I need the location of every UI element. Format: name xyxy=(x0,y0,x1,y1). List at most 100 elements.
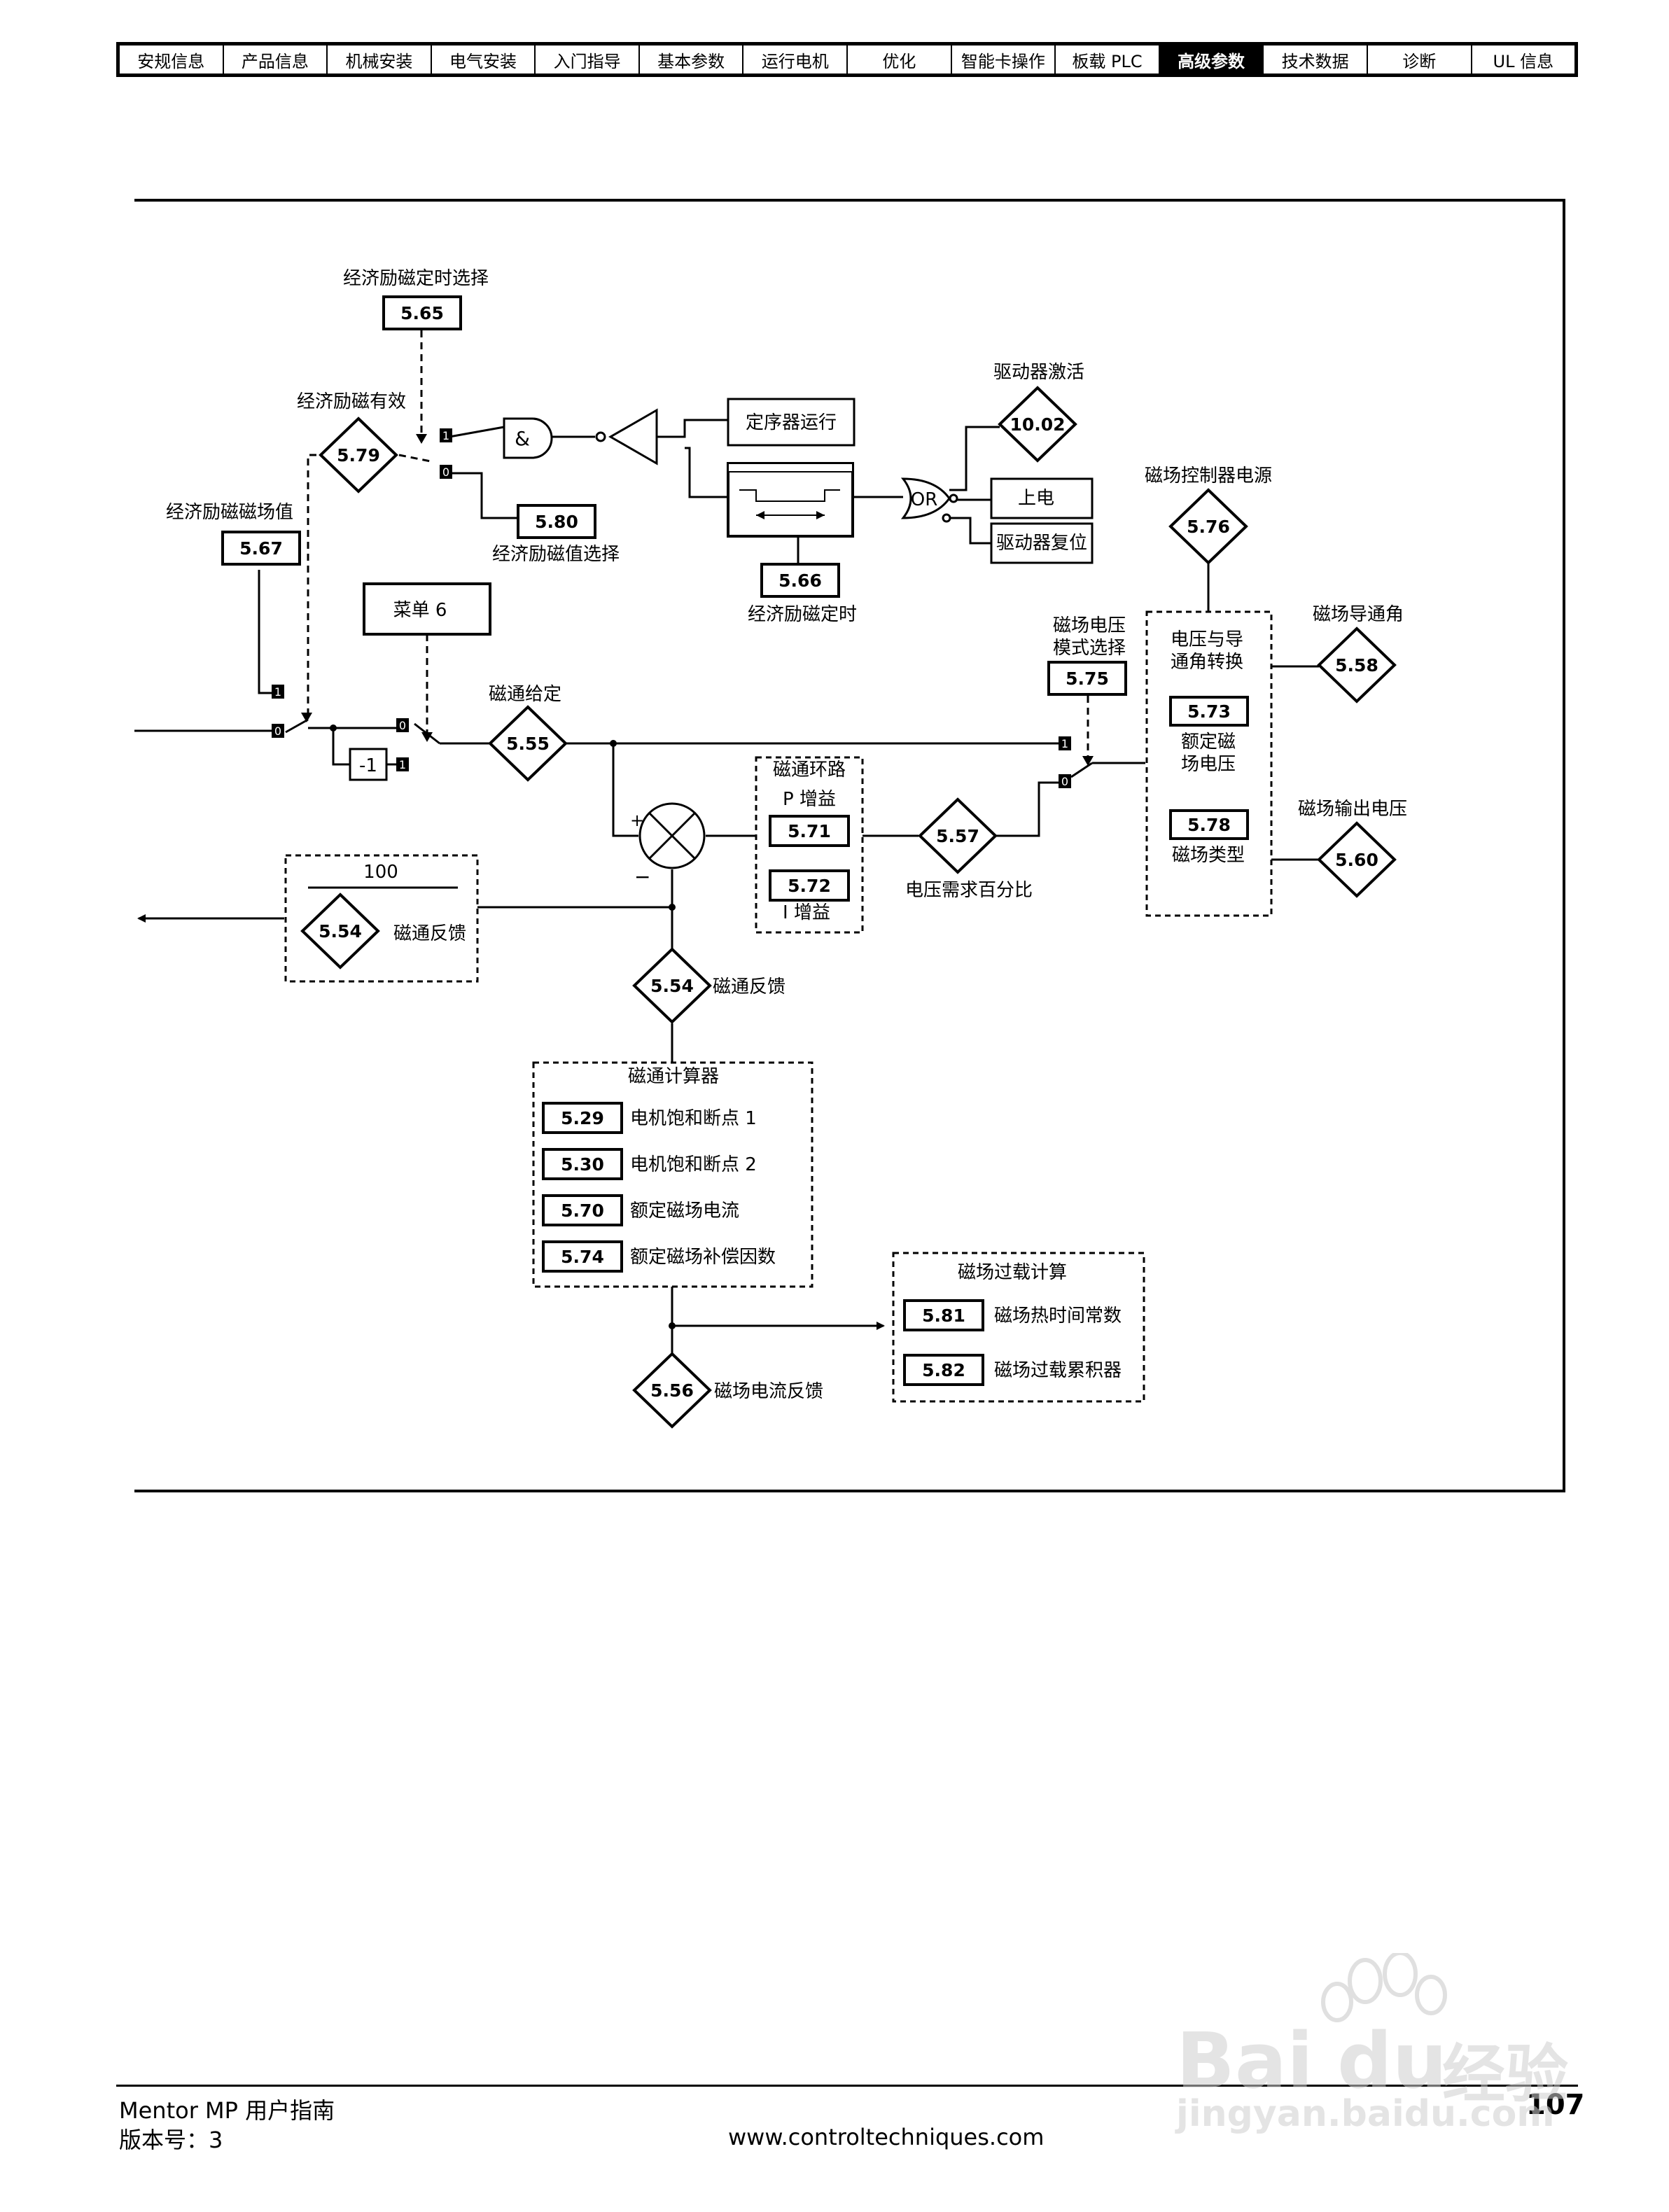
param-5-72: 5.72 xyxy=(788,876,831,896)
param-5-30: 5.30 xyxy=(561,1154,604,1175)
svg-text:电压需求百分比: 电压需求百分比 xyxy=(905,880,1033,901)
inverter-bubble xyxy=(595,431,606,442)
watermark-url: jingyan.baidu.com xyxy=(1176,2093,1555,2135)
svg-text:磁通给定: 磁通给定 xyxy=(489,684,561,705)
svg-text:磁场过载累积器: 磁场过载累积器 xyxy=(994,1360,1122,1381)
svg-text:磁通计算器: 磁通计算器 xyxy=(628,1066,719,1087)
svg-text:经济励磁值选择: 经济励磁值选择 xyxy=(492,544,620,565)
tab-advanced-params[interactable]: 高级参数 xyxy=(1159,46,1264,74)
param-5-76-diamond xyxy=(1168,488,1248,565)
and-gate xyxy=(503,417,553,459)
svg-text:驱动器激活: 驱动器激活 xyxy=(993,362,1084,383)
param-5-75: 5.75 xyxy=(1066,668,1109,689)
tab-smartcard[interactable]: 智能卡操作 xyxy=(952,46,1056,74)
param-5-56: 5.56 xyxy=(650,1380,694,1401)
param-5-78-box xyxy=(1169,809,1249,840)
watermark-brand-cn: 经验 xyxy=(1442,2038,1568,2111)
svg-text:经济励磁磁场值: 经济励磁磁场值 xyxy=(166,502,293,523)
param-5-56-diamond xyxy=(632,1352,712,1429)
param-5-70: 5.70 xyxy=(561,1200,604,1221)
svg-text:磁场控制器电源: 磁场控制器电源 xyxy=(1145,465,1272,486)
svg-text:-1: -1 xyxy=(359,755,377,776)
svg-text:额定磁场补偿因数: 额定磁场补偿因数 xyxy=(630,1247,776,1268)
svg-text:上电: 上电 xyxy=(1018,488,1054,509)
svg-text:磁场输出电压: 磁场输出电压 xyxy=(1298,799,1407,820)
param-5-54-left: 5.54 xyxy=(319,921,362,941)
section-nav-bar: 安规信息 产品信息 机械安装 电气安装 入门指导 基本参数 运行电机 优化 智能… xyxy=(116,42,1578,77)
param-5-58-diamond xyxy=(1317,626,1397,704)
param-5-81: 5.81 xyxy=(922,1306,965,1326)
svg-text:100: 100 xyxy=(363,862,398,883)
tab-onboard-plc[interactable]: 板载 PLC xyxy=(1056,46,1160,74)
param-5-71: 5.71 xyxy=(788,821,831,841)
svg-text:经济励磁有效: 经济励磁有效 xyxy=(297,391,406,412)
param-5-67: 5.67 xyxy=(239,538,283,559)
param-5-82-box xyxy=(903,1354,984,1386)
param-diamonds xyxy=(300,386,1397,1429)
param-5-58: 5.58 xyxy=(1335,655,1378,676)
param-5-55: 5.55 xyxy=(506,734,550,754)
param-5-79-diamond xyxy=(319,416,398,493)
param-5-54: 5.54 xyxy=(650,976,694,996)
tab-run-motor[interactable]: 运行电机 xyxy=(743,46,849,74)
summing-junction xyxy=(638,802,706,869)
sequencer-run-box xyxy=(727,398,856,447)
param-5-80-box xyxy=(517,504,596,539)
param-5-81-box xyxy=(903,1299,984,1331)
tab-optimization[interactable]: 优化 xyxy=(848,46,952,74)
param-10-02: 10.02 xyxy=(1010,414,1065,435)
tab-safety[interactable]: 安规信息 xyxy=(120,46,224,74)
svg-text:磁场电流反馈: 磁场电流反馈 xyxy=(714,1381,823,1402)
svg-text:磁场过载计算: 磁场过载计算 xyxy=(958,1262,1067,1283)
tab-mechanical[interactable]: 机械安装 xyxy=(328,46,432,74)
param-5-75-box xyxy=(1047,661,1127,696)
dashed-group-boxes xyxy=(284,610,1273,1403)
svg-text:OR: OR xyxy=(911,489,938,510)
switch-arrows xyxy=(301,434,1094,766)
svg-text:驱动器复位: 驱动器复位 xyxy=(996,533,1087,554)
footer-url[interactable]: www.controltechniques.com xyxy=(728,2124,1045,2150)
diagram-labels: 经济励磁定时选择 经济励磁有效 经济励磁磁场值 经济励磁值选择 定序器运行 驱动… xyxy=(166,268,1407,1402)
svg-text:场电压: 场电压 xyxy=(1181,754,1236,775)
param-5-30-box xyxy=(542,1148,623,1180)
footer-title: Mentor MP 用户指南 xyxy=(119,2097,335,2124)
param-5-73-box xyxy=(1169,696,1249,727)
svg-text:磁通环路: 磁通环路 xyxy=(773,760,846,780)
tab-electrical[interactable]: 电气安装 xyxy=(432,46,536,74)
param-5-55-diamond xyxy=(488,705,568,782)
svg-text:磁场类型: 磁场类型 xyxy=(1172,845,1245,866)
svg-text:额定磁场电流: 额定磁场电流 xyxy=(630,1200,739,1222)
param-5-54-diamond xyxy=(632,947,712,1024)
param-5-76: 5.76 xyxy=(1187,517,1230,537)
watermark-brand2: du xyxy=(1337,2016,1448,2106)
svg-text:0: 0 xyxy=(399,719,406,732)
param-10-02-diamond xyxy=(998,386,1077,463)
svg-text:通角转换: 通角转换 xyxy=(1171,652,1243,673)
svg-text:经济励磁定时: 经济励磁定时 xyxy=(748,604,857,625)
tab-getting-started[interactable]: 入门指导 xyxy=(536,46,640,74)
tab-ul-info[interactable]: UL 信息 xyxy=(1493,51,1554,71)
tab-diagnostics[interactable]: 诊断 xyxy=(1368,46,1472,74)
param-5-78: 5.78 xyxy=(1187,815,1231,835)
or-gate xyxy=(900,477,951,519)
svg-text:1: 1 xyxy=(442,429,449,442)
svg-text:菜单 6: 菜单 6 xyxy=(393,600,447,621)
footer-rule xyxy=(116,2085,1578,2087)
menu6-box xyxy=(363,582,491,636)
svg-text:磁场导通角: 磁场导通角 xyxy=(1313,604,1404,625)
param-5-74: 5.74 xyxy=(561,1247,604,1267)
tab-basic-params[interactable]: 基本参数 xyxy=(640,46,744,74)
param-5-72-box xyxy=(769,869,850,902)
svg-text:电机饱和断点 2: 电机饱和断点 2 xyxy=(630,1154,757,1175)
tab-product-info[interactable]: 产品信息 xyxy=(224,46,328,74)
svg-text:磁通反馈: 磁通反馈 xyxy=(393,923,466,944)
param-5-66-box xyxy=(760,563,840,598)
power-up-box xyxy=(990,477,1094,519)
tab-technical-data[interactable]: 技术数据 xyxy=(1264,46,1368,74)
inverter-buffer xyxy=(608,408,658,465)
param-5-57-diamond xyxy=(918,797,998,874)
param-boxes xyxy=(221,295,1249,1386)
diagram-frame xyxy=(134,199,1565,1492)
drive-reset-box xyxy=(990,522,1094,564)
